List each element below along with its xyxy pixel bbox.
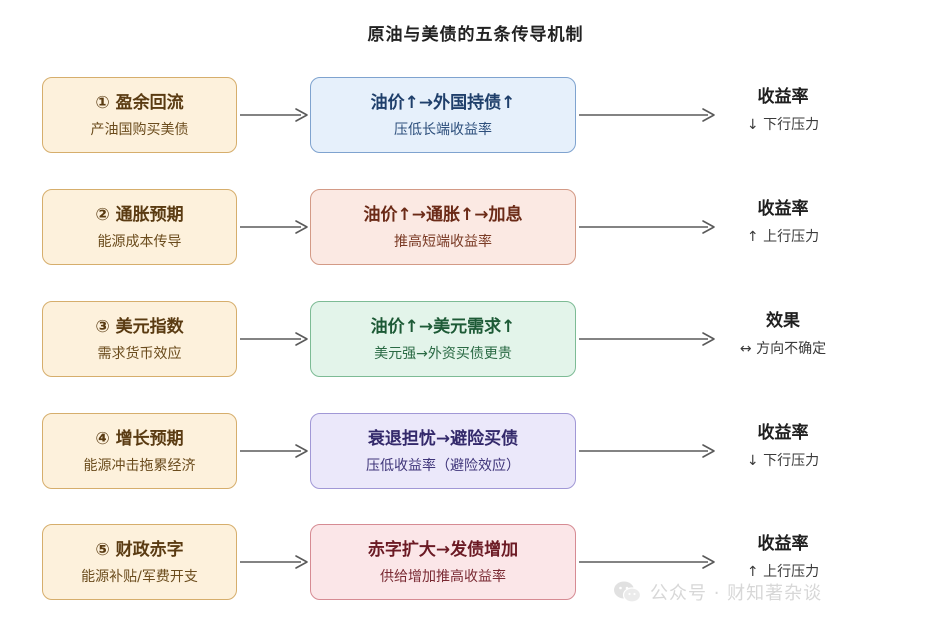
mechanism-source-title: ① 盈余回流 [95, 92, 184, 113]
mechanism-source-title: ② 通胀预期 [95, 204, 184, 225]
wechat-icon [614, 581, 642, 603]
mechanism-source-subtitle: 能源冲击拖累经济 [83, 457, 196, 474]
mechanism-row: ① 盈余回流产油国购买美债 油价↑→外国持债↑ 压低长端收益率 收益率 ↓ 下行压力 [0, 77, 951, 155]
mechanism-row: ③ 美元指数需求货币效应 油价↑→美元需求↑ 美元强→外资买债更贵 效果 ↔ 方向不确定 [0, 301, 951, 379]
mechanism-source-title: ⑤ 财政赤字 [95, 539, 184, 560]
mechanism-outcome: 收益率 ↓ 下行压力 [722, 85, 844, 135]
arrow-right-icon [238, 217, 310, 237]
mechanism-channel-subtitle: 推高短端收益率 [394, 233, 492, 250]
mechanism-source-box: ① 盈余回流产油国购买美债 [42, 77, 237, 153]
watermark-text: 公众号 · 财知著杂谈 [650, 583, 823, 604]
mechanism-source-subtitle: 需求货币效应 [97, 345, 182, 362]
mechanism-channel-box: 油价↑→通胀↑→加息推高短端收益率 [310, 189, 576, 265]
outcome-direction: ↑ 上行压力 [746, 229, 820, 245]
mechanism-outcome: 效果 ↔ 方向不确定 [722, 309, 844, 359]
mechanism-source-subtitle: 产油国购买美债 [90, 121, 189, 138]
outcome-direction: ↔ 方向不确定 [739, 341, 827, 357]
mechanism-source-box: ③ 美元指数需求货币效应 [42, 301, 237, 377]
arrow-right-icon [577, 329, 717, 349]
arrow-right-icon [238, 329, 310, 349]
outcome-title: 效果 [766, 311, 800, 331]
arrow-right-icon [238, 105, 310, 125]
arrow-right-icon [238, 441, 310, 461]
mechanism-channel-subtitle: 压低长端收益率 [394, 121, 492, 138]
outcome-direction: ↑ 上行压力 [746, 564, 820, 580]
outcome-title: 收益率 [757, 199, 809, 219]
outcome-direction: ↓ 下行压力 [746, 117, 820, 133]
outcome-direction: ↓ 下行压力 [746, 453, 820, 469]
mechanism-outcome: 收益率 ↑ 上行压力 [722, 197, 844, 247]
mechanism-channel-title: 赤字扩大→发债增加 [367, 539, 519, 560]
mechanism-channel-box: 油价↑→美元需求↑ 美元强→外资买债更贵 [310, 301, 576, 377]
arrow-right-icon [577, 441, 717, 461]
outcome-title: 收益率 [757, 423, 809, 443]
mechanism-channel-subtitle: 供给增加推高收益率 [380, 568, 506, 585]
arrow-right-icon [577, 552, 717, 572]
mechanism-channel-title: 油价↑→美元需求↑ [370, 316, 516, 337]
mechanism-channel-title: 油价↑→通胀↑→加息 [363, 204, 523, 225]
mechanism-source-box: ⑤ 财政赤字能源补贴/军费开支 [42, 524, 237, 600]
diagram-title: 原油与美债的五条传导机制 [367, 25, 584, 45]
mechanism-outcome: 收益率 ↓ 下行压力 [722, 421, 844, 471]
mechanism-channel-box: 油价↑→外国持债↑ 压低长端收益率 [310, 77, 576, 153]
mechanism-source-title: ④ 增长预期 [95, 428, 184, 449]
arrow-right-icon [238, 552, 310, 572]
mechanism-source-box: ② 通胀预期能源成本传导 [42, 189, 237, 265]
mechanism-row: ④ 增长预期能源冲击拖累经济衰退担忧→避险买债压低收益率（避险效应）收益率↓ 下… [0, 413, 951, 491]
mechanism-row: ② 通胀预期能源成本传导油价↑→通胀↑→加息推高短端收益率收益率↑ 上行压力 [0, 189, 951, 267]
mechanism-channel-title: 衰退担忧→避险买债 [367, 428, 519, 449]
mechanism-channel-title: 油价↑→外国持债↑ [370, 92, 516, 113]
mechanism-outcome: 收益率 ↑ 上行压力 [722, 532, 844, 582]
mechanism-row: ⑤ 财政赤字能源补贴/军费开支赤字扩大→发债增加供给增加推高收益率收益率↑ 上行… [0, 524, 951, 602]
mechanism-source-subtitle: 能源补贴/军费开支 [81, 568, 198, 585]
mechanism-channel-box: 赤字扩大→发债增加供给增加推高收益率 [310, 524, 576, 600]
mechanism-source-box: ④ 增长预期能源冲击拖累经济 [42, 413, 237, 489]
mechanism-channel-box: 衰退担忧→避险买债压低收益率（避险效应） [310, 413, 576, 489]
mechanism-channel-subtitle: 压低收益率（避险效应） [366, 457, 520, 474]
outcome-title: 收益率 [757, 87, 809, 107]
mechanism-source-subtitle: 能源成本传导 [97, 233, 182, 250]
outcome-title: 收益率 [757, 534, 809, 554]
arrow-right-icon [577, 217, 717, 237]
watermark: 公众号 · 财知著杂谈 [612, 572, 822, 612]
arrow-right-icon [577, 105, 717, 125]
mechanism-channel-subtitle: 美元强→外资买债更贵 [374, 345, 512, 362]
mechanism-source-title: ③ 美元指数 [95, 316, 184, 337]
